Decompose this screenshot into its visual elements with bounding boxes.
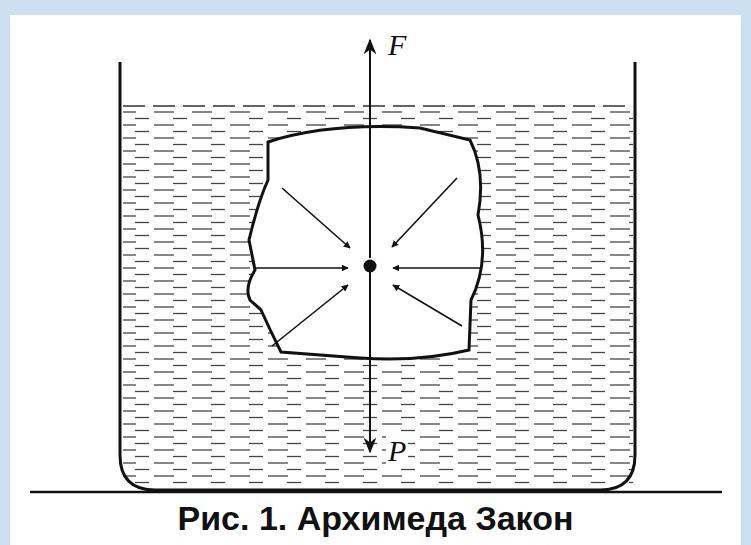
pressure-arrows xyxy=(253,178,481,346)
vessel xyxy=(120,62,635,490)
figure-caption: Рис. 1. Архимеда Закон xyxy=(178,500,574,537)
immersed-body xyxy=(248,127,483,359)
weight-arrow xyxy=(369,272,371,452)
center-point xyxy=(364,260,377,273)
force-label: F xyxy=(386,30,408,60)
weight-label: P xyxy=(386,436,408,466)
buoyant-force-arrow xyxy=(369,40,371,258)
liquid-surface xyxy=(123,105,633,106)
table-line xyxy=(30,491,722,494)
liquid xyxy=(123,106,633,488)
